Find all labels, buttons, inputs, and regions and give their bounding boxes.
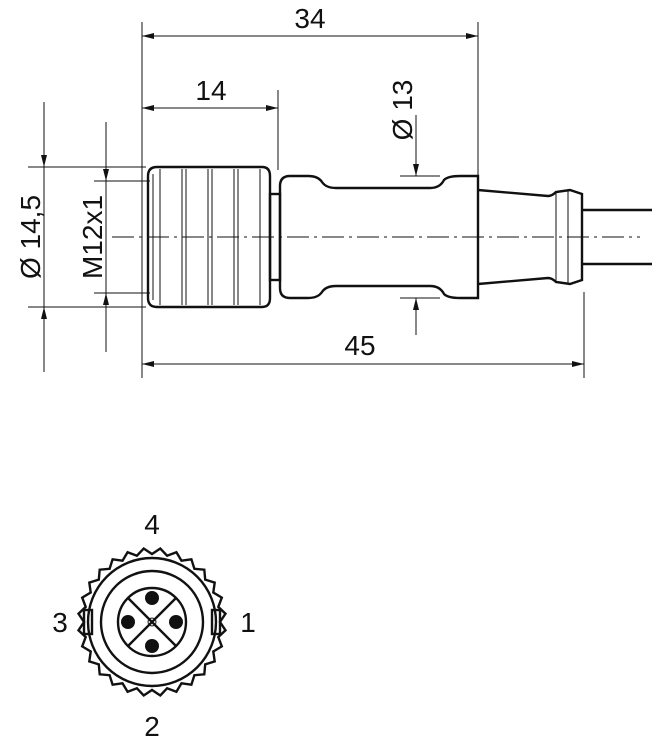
dim-nut-length-label: 14 (195, 75, 226, 106)
dim-overall-length: 45 (142, 330, 584, 367)
front-view: 4 2 3 1 (52, 509, 256, 742)
dim-thread-label: M12x1 (77, 195, 108, 279)
side-view: 34 14 45 Ø 14,5 M12x1 Ø 13 (15, 3, 652, 378)
dim-body-diameter-label: Ø 13 (387, 80, 418, 141)
pin-2 (145, 639, 159, 653)
connector-body (278, 174, 480, 300)
coupling-nut (146, 165, 282, 309)
dim-body-diameter: Ø 13 (387, 80, 419, 335)
pin-label-2: 2 (144, 711, 160, 742)
dim-nut-length: 14 (142, 75, 278, 111)
pin-label-3: 3 (52, 607, 68, 638)
dim-body-length-label: 34 (294, 3, 325, 34)
dim-nut-diameter: Ø 14,5 (15, 102, 47, 372)
pin-1 (169, 615, 183, 629)
cable (582, 208, 652, 266)
pin-label-1: 1 (240, 607, 256, 638)
dim-nut-diameter-label: Ø 14,5 (15, 195, 46, 279)
pin-3 (121, 615, 135, 629)
dim-thread: M12x1 (77, 122, 109, 352)
strain-relief (477, 188, 584, 286)
pin-label-4: 4 (144, 509, 160, 540)
pin-4 (145, 591, 159, 605)
dim-overall-length-label: 45 (344, 330, 375, 361)
dim-body-length: 34 (142, 3, 478, 39)
